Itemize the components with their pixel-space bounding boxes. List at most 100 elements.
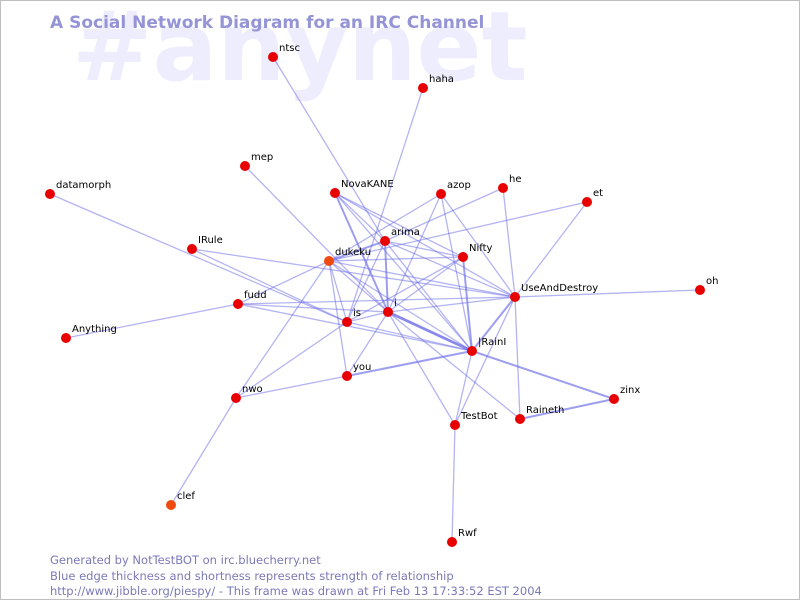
edge-is-IRainI [346, 321, 473, 352]
node-label-IRainI: |RainI [478, 337, 506, 348]
edge-dukeku-UseAndDestroy [328, 260, 516, 298]
edge-you-nwo [235, 375, 348, 399]
node-label-et: et [593, 188, 603, 199]
node-dot-Anything [61, 333, 71, 343]
edge-i-Raineth [387, 311, 521, 420]
edge-dukeku-Nifty [328, 256, 464, 262]
edge-layer [49, 56, 701, 543]
edge-IRainI-zinx [471, 350, 615, 400]
node-label-haha: haha [429, 74, 454, 85]
node-dot-zinx [609, 394, 619, 404]
node-label-azop: azop [447, 180, 471, 191]
node-dot-haha [418, 83, 428, 93]
edge-i-TestBot [387, 311, 456, 426]
edge-fudd-IRainI [237, 303, 473, 352]
edge-dukeku-you [328, 260, 348, 377]
edge-IRule-is [191, 248, 348, 323]
node-label-arima: arima [391, 227, 420, 238]
node-label-Raineth: Raineth [526, 405, 564, 416]
node-dot-arima [380, 236, 390, 246]
edge-et-UseAndDestroy [514, 201, 588, 298]
edge-arima-UseAndDestroy [384, 240, 516, 298]
node-nwo: nwo [231, 384, 263, 403]
edge-arima-is [346, 240, 386, 323]
node-dot-IRule [187, 244, 197, 254]
edge-dukeku-arima [328, 240, 386, 262]
edge-i-you [346, 311, 389, 377]
node-dot-oh [695, 285, 705, 295]
edge-UseAndDestroy-fudd [237, 296, 516, 305]
node-datamorph: datamorph [45, 180, 111, 199]
node-IRainI: |RainI [467, 337, 506, 356]
edge-dukeku-fudd [237, 260, 330, 305]
node-Nifty: Nifty [458, 243, 493, 262]
edge-is-nwo [235, 321, 348, 399]
node-IRule: IRule [187, 235, 223, 254]
node-dot-you [342, 371, 352, 381]
node-dot-datamorph [45, 189, 55, 199]
edge-azop-UseAndDestroy [440, 193, 516, 298]
node-dot-et [582, 197, 592, 207]
node-label-fudd: fudd [244, 290, 267, 301]
edge-fudd-i [237, 303, 389, 313]
node-label-zinx: zinx [620, 385, 640, 396]
edge-arima-IRainI [384, 240, 473, 352]
node-label-you: you [353, 362, 371, 373]
node-label-Nifty: Nifty [469, 243, 493, 254]
node-label-Rwf: Rwf [458, 528, 477, 539]
node-you: you [342, 362, 371, 381]
node-UseAndDestroy: UseAndDestroy [510, 283, 598, 302]
node-ntsc: ntsc [268, 43, 300, 62]
node-dot-ntsc [268, 52, 278, 62]
edge-UseAndDestroy-i [387, 296, 516, 313]
edge-you-IRainI [346, 350, 473, 377]
node-azop: azop [436, 180, 471, 199]
node-dot-IRainI [467, 346, 477, 356]
node-dot-TestBot [450, 420, 460, 430]
node-layer: ntsc haha mep datamorph NovaKANE azop he etIRul… [45, 43, 718, 547]
edge-fudd-Anything [65, 303, 239, 339]
node-dot-azop [436, 189, 446, 199]
node-dot-he [498, 183, 508, 193]
footer-generated-by: Generated by NotTestBOT on irc.bluecherr… [50, 553, 321, 567]
node-label-TestBot: TestBot [460, 411, 498, 422]
edge-he-UseAndDestroy [502, 187, 516, 298]
edge-NovaKANE-UseAndDestroy [334, 192, 516, 298]
node-dot-Rwf [447, 537, 457, 547]
node-clef: clef [166, 491, 195, 510]
edge-dukeku-i [328, 260, 389, 313]
node-dot-fudd [233, 299, 243, 309]
node-label-ntsc: ntsc [279, 43, 300, 54]
node-dot-mep [240, 161, 250, 171]
node-dot-is [342, 317, 352, 327]
node-label-nwo: nwo [242, 384, 263, 395]
node-dot-clef [166, 500, 176, 510]
node-mep: mep [240, 152, 273, 171]
edge-IRule-UseAndDestroy [191, 248, 516, 298]
node-TestBot: TestBot [450, 411, 498, 430]
node-et: et [582, 188, 603, 207]
node-NovaKANE: NovaKANE [330, 179, 394, 198]
edge-nwo-clef [170, 397, 237, 506]
node-dukeku: dukeku [324, 247, 371, 266]
node-label-oh: oh [706, 276, 718, 287]
edge-azop-dukeku [328, 193, 442, 262]
edge-datamorph-is [49, 193, 348, 323]
node-he: he [498, 174, 522, 193]
node-label-NovaKANE: NovaKANE [341, 179, 394, 190]
node-arima: arima [380, 227, 420, 246]
node-haha: haha [418, 74, 454, 93]
node-fudd: fudd [233, 290, 267, 309]
footer-timestamp-link[interactable]: http://www.jibble.org/piespy/ - This fra… [50, 584, 542, 598]
channel-watermark: #anynet [72, 0, 527, 103]
diagram-title: A Social Network Diagram for an IRC Chan… [50, 13, 484, 33]
edge-ntsc-arima [272, 56, 386, 242]
node-Rwf: Rwf [447, 528, 477, 547]
node-Anything: Anything [61, 324, 117, 343]
edge-i-IRainI [386, 310, 474, 353]
edge-he-arima [384, 187, 504, 242]
node-label-is: is [353, 308, 361, 319]
edge-NovaKANE-IRainI [334, 192, 473, 352]
edge-Nifty-IRainI [462, 256, 473, 352]
